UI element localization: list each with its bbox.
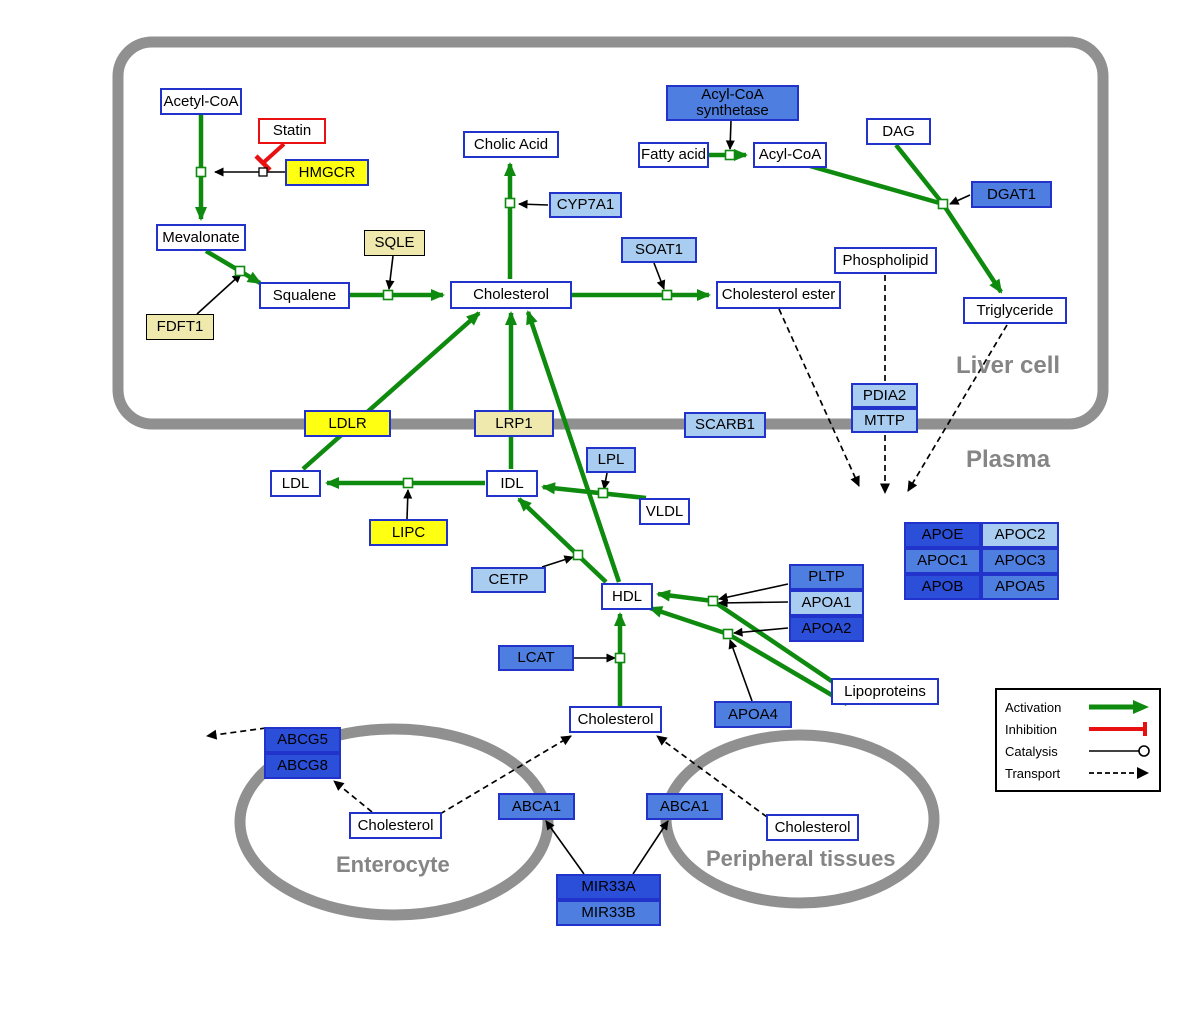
node-squalene[interactable]: Squalene xyxy=(259,282,350,309)
node-idl[interactable]: IDL xyxy=(486,470,538,497)
node-acyl-coa[interactable]: Acyl-CoA xyxy=(753,142,827,168)
node-scarb1[interactable]: SCARB1 xyxy=(684,412,766,438)
node-apoa4[interactable]: APOA4 xyxy=(714,701,792,728)
node-hmgcr[interactable]: HMGCR xyxy=(285,159,369,186)
node-ldl[interactable]: LDL xyxy=(270,470,321,497)
node-phospholipid[interactable]: Phospholipid xyxy=(834,247,937,274)
node-cetp[interactable]: CETP xyxy=(471,567,546,593)
enterocyte-label: Enterocyte xyxy=(336,852,450,877)
node-apoa2[interactable]: APOA2 xyxy=(789,616,864,642)
node-lipc[interactable]: LIPC xyxy=(369,519,448,546)
node-dag[interactable]: DAG xyxy=(866,118,931,145)
node-lpl[interactable]: LPL xyxy=(586,447,636,473)
node-hdl[interactable]: HDL xyxy=(601,583,653,610)
node-apoc2[interactable]: APOC2 xyxy=(981,522,1059,548)
node-cholesterol-enterocyte[interactable]: Cholesterol xyxy=(349,812,442,839)
node-abca1-peripheral[interactable]: ABCA1 xyxy=(646,793,723,820)
node-cholesterol-liver[interactable]: Cholesterol xyxy=(450,281,572,309)
node-lipoproteins[interactable]: Lipoproteins xyxy=(831,678,939,705)
node-acyl-coa-synthetase[interactable]: Acyl-CoA synthetase xyxy=(666,85,799,121)
node-cholesterol-peripheral[interactable]: Cholesterol xyxy=(766,814,859,841)
node-abcg8[interactable]: ABCG8 xyxy=(264,753,341,779)
node-cholic-acid[interactable]: Cholic Acid xyxy=(463,131,559,158)
legend-row-catalysis: Catalysis xyxy=(1005,740,1151,762)
reaction-nodes xyxy=(195,149,949,664)
transport-edges xyxy=(206,275,1008,818)
node-triglyceride[interactable]: Triglyceride xyxy=(963,297,1067,324)
plasma-label: Plasma xyxy=(966,446,1051,473)
node-lcat[interactable]: LCAT xyxy=(498,645,574,671)
legend-catalysis-label: Catalysis xyxy=(1005,743,1058,759)
node-lrp1[interactable]: LRP1 xyxy=(474,410,554,437)
legend: Activation Inhibition Catalysis Transpor… xyxy=(995,688,1161,792)
node-mttp[interactable]: MTTP xyxy=(851,408,918,433)
inhibition-edge xyxy=(254,142,286,172)
inhibition-tbar-icon xyxy=(1089,722,1147,736)
node-mir33b[interactable]: MIR33B xyxy=(556,900,661,926)
node-apoe[interactable]: APOE xyxy=(904,522,981,548)
node-soat1[interactable]: SOAT1 xyxy=(621,237,697,263)
liver-cell-label: Liver cell xyxy=(956,352,1061,379)
node-apoc1[interactable]: APOC1 xyxy=(904,548,981,574)
node-apoa5[interactable]: APOA5 xyxy=(981,574,1059,600)
node-cholesterol-plasma[interactable]: Cholesterol xyxy=(569,706,662,733)
node-pltp[interactable]: PLTP xyxy=(789,564,864,590)
node-cholesterol-ester[interactable]: Cholesterol ester xyxy=(716,281,841,309)
legend-inhibition-label: Inhibition xyxy=(1005,721,1058,737)
transport-dashed-arrow-icon xyxy=(1089,767,1149,779)
node-acetyl-coa[interactable]: Acetyl-CoA xyxy=(160,88,242,115)
catalysis-symbol xyxy=(258,167,268,177)
node-mir33a[interactable]: MIR33A xyxy=(556,874,661,900)
node-vldl[interactable]: VLDL xyxy=(639,498,690,525)
node-fdft1[interactable]: FDFT1 xyxy=(146,314,214,340)
node-dgat1[interactable]: DGAT1 xyxy=(971,181,1052,208)
node-statin[interactable]: Statin xyxy=(258,118,326,144)
node-cyp7a1[interactable]: CYP7A1 xyxy=(549,192,622,218)
node-sqle[interactable]: SQLE xyxy=(364,230,425,256)
catalysis-edges xyxy=(196,120,971,875)
liver-cell-membrane xyxy=(112,36,1109,430)
node-apob[interactable]: APOB xyxy=(904,574,981,600)
node-apoc3[interactable]: APOC3 xyxy=(981,548,1059,574)
node-fatty-acid[interactable]: Fatty acid xyxy=(638,142,709,168)
legend-row-inhibition: Inhibition xyxy=(1005,718,1151,740)
node-ldlr[interactable]: LDLR xyxy=(304,410,391,437)
peripheral-tissues-label: Peripheral tissues xyxy=(706,846,896,871)
legend-row-activation: Activation xyxy=(1005,696,1151,718)
node-pdia2[interactable]: PDIA2 xyxy=(851,383,918,408)
legend-row-transport: Transport xyxy=(1005,762,1151,784)
legend-activation-label: Activation xyxy=(1005,699,1062,715)
node-abca1-enterocyte[interactable]: ABCA1 xyxy=(498,793,575,820)
node-abcg5[interactable]: ABCG5 xyxy=(264,727,341,753)
activation-arrow-icon xyxy=(1089,700,1149,714)
legend-transport-label: Transport xyxy=(1005,765,1061,781)
catalysis-circle-icon xyxy=(1089,745,1150,757)
node-apoa1[interactable]: APOA1 xyxy=(789,590,864,616)
node-mevalonate[interactable]: Mevalonate xyxy=(156,224,246,251)
